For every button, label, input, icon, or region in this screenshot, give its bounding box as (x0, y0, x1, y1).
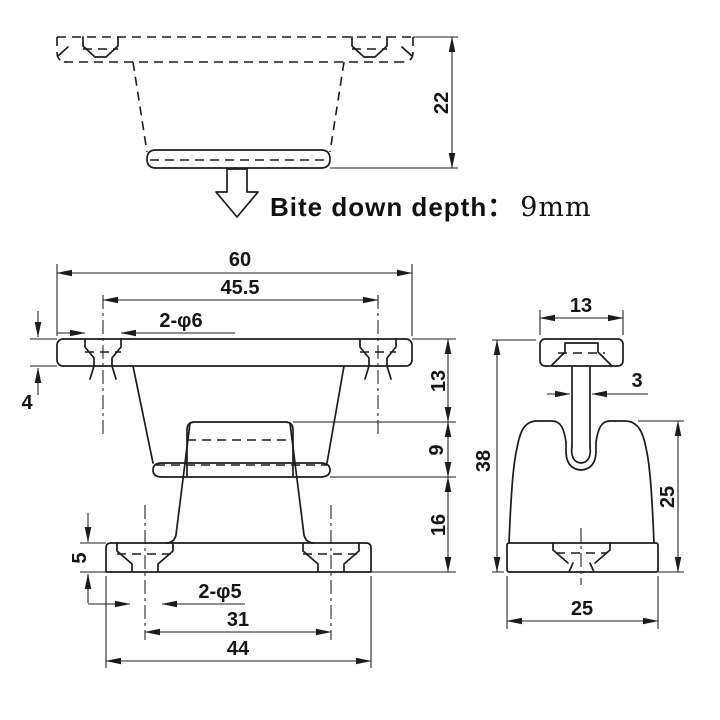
top-view-countersinks (82, 36, 388, 58)
front-top-hole-centerlines (102, 295, 379, 436)
dim-22-label: 22 (431, 92, 453, 114)
dim-side13-label: 13 (570, 295, 592, 317)
side-jaw-left-profile (508, 420, 567, 544)
dim-2phi6-label: 2-φ6 (159, 310, 202, 332)
annotation: Bite down depth：9mm (215, 168, 592, 223)
dim-44-label: 44 (227, 638, 250, 660)
front-top-countersinks (84, 338, 397, 380)
dim-9-label: 9 (426, 444, 448, 455)
front-jaw-bottom (152, 462, 331, 478)
side-jaw-right-profile (595, 420, 655, 544)
bite-depth-label: Bite down depth： (270, 192, 514, 222)
dim-13-label: 13 (428, 370, 450, 392)
top-view-corner-chamfers (57, 46, 413, 57)
dim-5-extension-lines (80, 542, 106, 573)
dim-16-label: 16 (428, 514, 450, 536)
top-view: 22 (56, 36, 458, 169)
top-view-left-edge (56, 37, 68, 63)
dim-38-label: 38 (473, 450, 495, 472)
front-upper-taper-edges (132, 365, 345, 464)
bite-depth-annotation: Bite down depth：9mm (270, 192, 592, 223)
top-view-taper-edges (132, 61, 345, 153)
dim-3-label: 3 (631, 370, 642, 392)
top-view-jaw-bottom (146, 149, 331, 169)
dim-2phi5-label: 2-φ5 (198, 581, 241, 603)
side-view: 13 3 38 25 25 (473, 295, 684, 629)
dim-45_5-label: 45.5 (221, 277, 260, 299)
dim-25r-label: 25 (657, 486, 679, 508)
side-top-block-outline (539, 338, 624, 367)
front-jaw-hidden-lines (156, 439, 327, 466)
dim-side13-extension-lines (539, 310, 624, 335)
side-jaw-slot (565, 441, 597, 471)
dim-4-extension-lines (30, 338, 57, 367)
dim-chain-extension-lines (293, 338, 456, 573)
front-view: 60 45.5 2-φ6 4 13 9 16 5 2-φ5 31 (21, 249, 456, 668)
bite-depth-value: 9mm (520, 192, 591, 223)
dim-5-label: 5 (69, 552, 91, 563)
dim-44-extension-lines (105, 576, 372, 668)
side-stem-edges (571, 365, 591, 447)
front-flange-outline (56, 338, 413, 367)
front-jaw-slot (186, 421, 294, 478)
front-base-outline (105, 542, 372, 573)
side-base-countersink (552, 542, 611, 573)
front-base-hole-centerlines (144, 505, 332, 640)
dim-25b-label: 25 (571, 598, 593, 620)
dim-31-label: 31 (227, 609, 249, 631)
dim-60-label: 60 (229, 249, 251, 271)
top-view-right-edge (402, 37, 414, 63)
down-arrow-icon (215, 168, 259, 218)
dim-4-label: 4 (21, 392, 33, 414)
side-top-block-countersink (551, 342, 612, 366)
side-stem-tip-bulb (570, 445, 592, 464)
front-base-countersinks (116, 542, 360, 573)
side-base-outline (506, 542, 659, 573)
